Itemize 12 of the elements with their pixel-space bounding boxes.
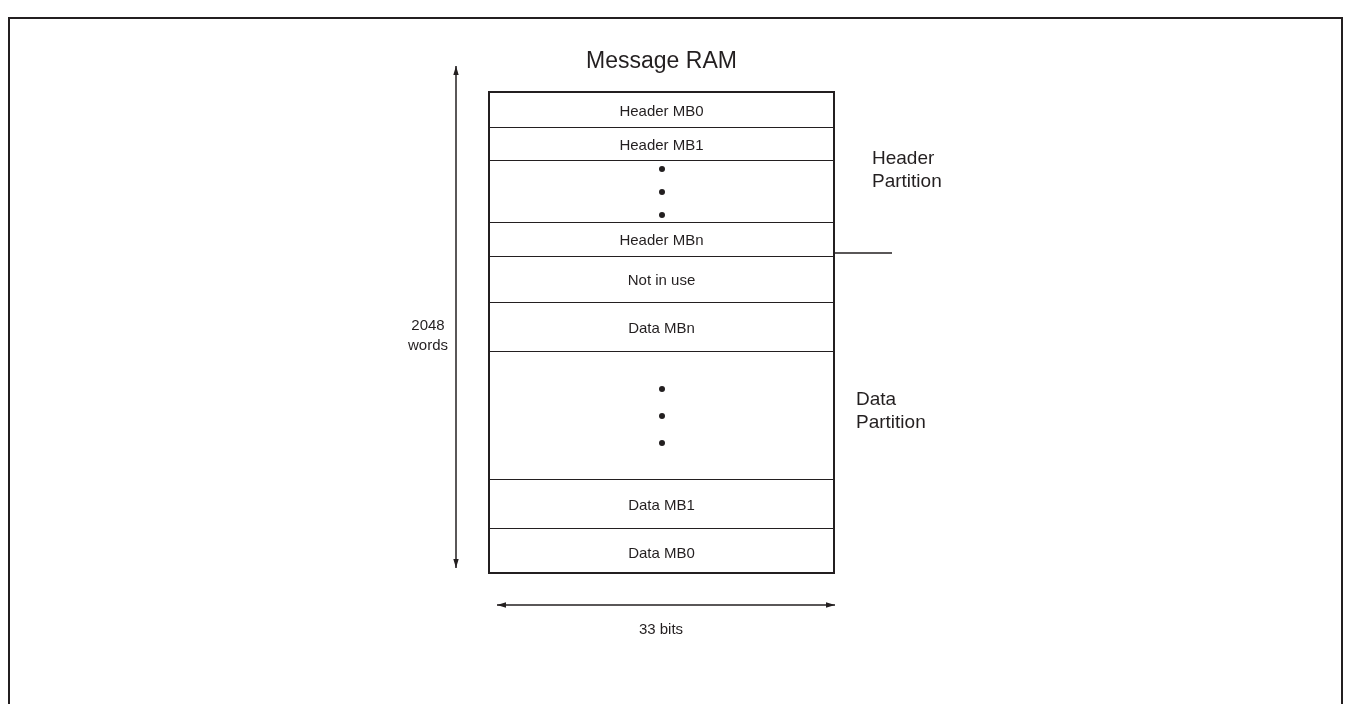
row-label: Data MBn	[628, 318, 695, 336]
row-label: Header MB1	[619, 135, 704, 153]
partition-label: Data Partition	[856, 387, 927, 433]
row-label: Header MBn	[619, 231, 704, 248]
dimension-label: 2048 words	[407, 315, 449, 355]
row-label: Data MB1	[628, 495, 695, 513]
row-label: Not in use	[627, 271, 696, 288]
partition-label: Header Partition	[872, 146, 943, 192]
row-label: Data MB0	[628, 543, 695, 561]
block-title: Message RAM	[585, 47, 738, 74]
dimension-label: 33 bits	[637, 620, 685, 638]
row-label: Header MB0	[619, 101, 704, 119]
